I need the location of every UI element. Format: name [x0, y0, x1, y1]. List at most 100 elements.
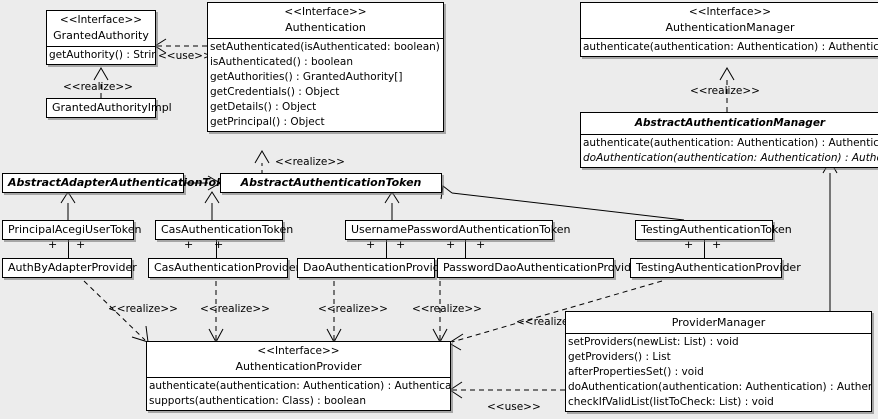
class-box-username-password-authentication-token[interactable]: UsernamePasswordAuthenticationToken [345, 220, 571, 240]
operation: authenticate(authentication: Authenticat… [149, 380, 450, 392]
operation: getPrincipal() : Object [210, 116, 325, 128]
operation: setProviders(newList: List) : void [568, 336, 739, 348]
class-box-abstract-authentication-token[interactable]: AbstractAuthenticationToken [220, 173, 442, 193]
relationship-label-use-grantedauthority: <<use>> [158, 50, 212, 62]
multiplicity-marker: + [214, 238, 224, 251]
multiplicity-marker: + [76, 238, 86, 251]
class-box-authentication-manager[interactable]: <<Interface>> AuthenticationManager auth… [580, 2, 878, 57]
class-box-cas-authentication-provider[interactable]: CasAuthenticationProvider [148, 258, 301, 278]
operation: authenticate(authentication: Authenticat… [583, 41, 878, 53]
class-name: PrincipalAcegiUserToken [8, 223, 142, 236]
association-line [386, 240, 387, 258]
operation: authenticate(authentication: Authenticat… [583, 137, 878, 149]
class-name: CasAuthenticationToken [161, 223, 294, 236]
multiplicity-marker: + [712, 238, 722, 251]
class-header: TestingAuthenticationProvider [631, 259, 801, 277]
relationship-label-realize-daoprovider: <<realize>> [318, 303, 388, 315]
stereotype-label: <<Interface>> [257, 345, 340, 357]
operations-compartment: getAuthority() : String [47, 47, 155, 64]
operation: afterPropertiesSet() : void [568, 366, 704, 378]
association-line [465, 240, 466, 258]
class-box-testing-authentication-token[interactable]: TestingAuthenticationToken [635, 220, 792, 240]
class-header: TestingAuthenticationToken [636, 221, 792, 239]
operation: isAuthenticated() : boolean [210, 56, 353, 68]
class-header: ProviderManager [566, 312, 871, 333]
class-name: UsernamePasswordAuthenticationToken [351, 223, 571, 236]
multiplicity-marker: + [366, 238, 376, 251]
multiplicity-marker: + [184, 238, 194, 251]
class-box-auth-by-adapter-provider[interactable]: AuthByAdapterProvider [2, 258, 137, 278]
association-line [68, 240, 69, 258]
compartment-divider [208, 38, 443, 39]
class-name: TestingAuthenticationProvider [636, 261, 801, 274]
class-name: DaoAuthenticationProvider [303, 261, 451, 274]
class-header: UsernamePasswordAuthenticationToken [346, 221, 571, 239]
multiplicity-marker: + [48, 238, 58, 251]
operations-compartment: authenticate(authentication: Authenticat… [147, 378, 450, 410]
multiplicity-marker: + [446, 238, 456, 251]
relationship-label-realize-casprovider: <<realize>> [200, 303, 270, 315]
class-header: <<Interface>> GrantedAuthority [47, 11, 155, 46]
relationship-label-realize-abstractauthenticationtoken: <<realize>> [275, 156, 345, 168]
compartment-divider [147, 377, 450, 378]
operation: getAuthorities() : GrantedAuthority[] [210, 71, 403, 83]
operations-compartment: setAuthenticated(isAuthenticated: boolea… [208, 39, 443, 131]
association-line [704, 240, 705, 258]
compartment-divider [47, 46, 155, 47]
class-name: AbstractAuthenticationToken [240, 176, 422, 189]
relationship-label-use-providermanager: <<use>> [487, 401, 541, 413]
class-box-granted-authority-impl[interactable]: GrantedAuthorityImpl [46, 98, 172, 118]
class-header: AuthByAdapterProvider [3, 259, 137, 277]
class-header: <<Interface>> AuthenticationManager [581, 3, 878, 38]
class-name: Authentication [285, 21, 366, 34]
class-header: AbstractAuthenticationToken [221, 174, 441, 192]
class-name: AbstractAuthenticationManager [634, 117, 826, 129]
class-box-dao-authentication-provider[interactable]: DaoAuthenticationProvider [297, 258, 451, 278]
class-header: <<Interface>> AuthenticationProvider [147, 342, 450, 377]
operation: supports(authentication: Class) : boolea… [149, 395, 366, 407]
operation: getProviders() : List [568, 351, 671, 363]
operations-compartment: authenticate(authentication: Authenticat… [581, 135, 878, 167]
class-header: AbstractAdapterAuthenticationToken [3, 174, 238, 192]
compartment-divider [581, 134, 878, 135]
operation: setAuthenticated(isAuthenticated: boolea… [210, 41, 443, 53]
class-header: PasswordDaoAuthenticationProvider [438, 259, 643, 277]
class-name: CasAuthenticationProvider [154, 261, 301, 274]
operations-compartment: setProviders(newList: List) : void getPr… [566, 334, 871, 411]
class-name: PasswordDaoAuthenticationProvider [443, 261, 643, 274]
class-box-provider-manager[interactable]: ProviderManager setProviders(newList: Li… [565, 311, 872, 412]
class-name: AuthByAdapterProvider [8, 261, 137, 274]
relationship-label-realize-authbyadapterprovider: <<realize>> [108, 303, 178, 315]
class-header: AbstractAuthenticationManager [581, 113, 878, 134]
class-box-principal-acegi-user-token[interactable]: PrincipalAcegiUserToken [2, 220, 142, 240]
stereotype-label: <<Interface>> [59, 14, 143, 26]
class-header: DaoAuthenticationProvider [298, 259, 451, 277]
operation: getCredentials() : Object [210, 86, 340, 98]
class-box-granted-authority[interactable]: <<Interface>> GrantedAuthority getAuthor… [46, 10, 156, 65]
class-name: GrantedAuthorityImpl [52, 101, 172, 114]
class-header: GrantedAuthorityImpl [47, 99, 172, 117]
class-header: PrincipalAcegiUserToken [3, 221, 142, 239]
class-box-abstract-authentication-manager[interactable]: AbstractAuthenticationManager authentica… [580, 112, 878, 168]
class-box-authentication[interactable]: <<Interface>> Authentication setAuthenti… [207, 2, 444, 132]
class-box-testing-authentication-provider[interactable]: TestingAuthenticationProvider [630, 258, 801, 278]
class-box-abstract-adapter-authentication-token[interactable]: AbstractAdapterAuthenticationToken [2, 173, 238, 193]
operation: checkIfValidList(listToCheck: List) : vo… [568, 396, 774, 408]
multiplicity-marker: + [396, 238, 406, 251]
class-name: TestingAuthenticationToken [641, 223, 792, 236]
class-name: GrantedAuthority [53, 29, 149, 42]
multiplicity-marker: + [476, 238, 486, 251]
operation: getDetails() : Object [210, 101, 317, 113]
operation: doAuthentication(authentication: Authent… [568, 381, 871, 393]
relationship-label-realize-passworddaoprovider: <<realize>> [412, 303, 482, 315]
class-name: AuthenticationManager [665, 21, 795, 34]
compartment-divider [566, 333, 871, 334]
class-box-password-dao-authentication-provider[interactable]: PasswordDaoAuthenticationProvider [437, 258, 643, 278]
class-box-authentication-provider[interactable]: <<Interface>> AuthenticationProvider aut… [146, 341, 451, 411]
multiplicity-marker: + [684, 238, 694, 251]
class-header: CasAuthenticationProvider [149, 259, 301, 277]
association-line [216, 240, 217, 258]
class-box-cas-authentication-token[interactable]: CasAuthenticationToken [155, 220, 294, 240]
relationship-label-realize-grantedauthorityimpl: <<realize>> [63, 81, 133, 93]
compartment-divider [581, 38, 878, 39]
